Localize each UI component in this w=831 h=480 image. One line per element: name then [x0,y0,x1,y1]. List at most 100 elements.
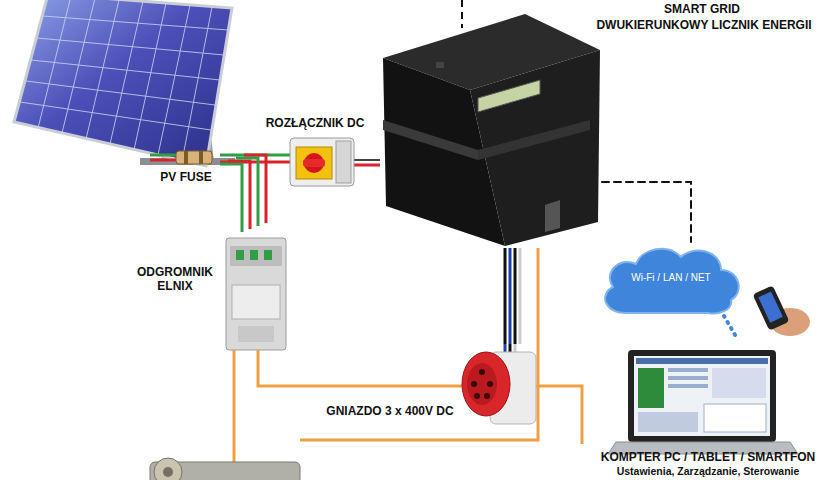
pv-fuse-symbol-part [184,151,188,164]
pv-fuse-symbol-part [199,151,203,164]
wire-connector [602,182,691,242]
switch-node: ROZŁĄCZNIK DC [254,116,376,190]
earth-wire-part [300,248,538,440]
dc-switch-symbol-part [303,159,325,167]
laptop-part [668,376,708,380]
laptop-part [628,350,776,442]
cloud-node: Wi-Fi / LAN / NET [596,242,746,316]
solar-panel-part-part [20,102,211,130]
solar-panel-part-part [158,5,190,155]
pv-wires-part [150,154,178,157]
wire-strand [228,161,250,229]
solar-panel-part-part [37,38,224,55]
socket-symbol-part [474,393,480,399]
earth-wire [234,248,582,478]
pv-wires [150,155,178,160]
fuse-node: PV FUSE [152,150,220,190]
node-label: ODGROMNIK ELNIX [135,265,215,294]
surge-arrester-symbol [226,238,286,350]
node-label: GNIAZDO 3 x 400V DC [318,404,462,418]
meter-device [383,14,600,246]
dc-switch-symbol-part [336,141,351,183]
node-label: Wi-Fi / LAN / NET [596,272,746,284]
wire-connector [376,160,380,165]
motor-unit-part [163,467,173,477]
laptop-part [712,368,766,398]
motor-unit [150,458,300,480]
device-node: KOMPTER PC / TABLET / SMARTFONUstawienia… [588,340,828,480]
laptop-part [634,356,770,436]
solar-panel-part-part [182,7,212,161]
arrester-node: ODGROMNIK ELNIX [135,232,293,354]
earth-wire-part [233,350,236,478]
socket-symbol [462,352,536,424]
wire-strand [376,164,380,167]
smartphone-part [753,285,790,331]
socket-symbol-part [479,369,485,375]
dc-switch-symbol-part [290,138,354,186]
laptop-part [638,412,698,432]
socket-symbol-part [471,381,477,387]
solar-panel-part-part [31,60,220,80]
node-label: KOMPTER PC / TABLET / SMARTFON [588,450,828,464]
dc-switch-symbol-part [296,147,332,179]
wire-strand [602,182,691,242]
wire-connector [220,155,254,162]
wire-strand [519,248,522,344]
motor-unit-part [154,458,182,480]
surge-arrester-symbol-part [238,326,274,342]
dc-switch-symbol-part [304,153,324,173]
wire-strand [376,159,380,161]
node-label: SMART GRID [602,2,802,16]
network-line [461,0,463,28]
earth-wire-part [258,350,582,444]
dc-switch-symbol [290,138,354,186]
dc-wires-part [354,164,376,167]
smartphone-part [758,291,783,322]
laptop-part [668,384,708,388]
surge-arrester-symbol-part [230,246,282,266]
meter-device-part [478,120,590,160]
meter-device-part [478,80,540,112]
wire-strand [724,316,738,340]
laptop-part [636,358,768,364]
solar-panel-part-part [26,81,215,105]
wire-connector [724,316,738,340]
node-sublabel: DWUKIERUNKOWY LICZNIK ENERGII [584,18,824,32]
solar-panel-part-part [43,16,228,30]
socket-symbol-part [462,352,510,416]
node-label: ROZŁĄCZNIK DC [254,116,376,130]
surge-arrester-symbol-part [226,238,286,350]
solar-panel [14,0,235,166]
socket-symbol-part [467,363,497,405]
wire-connector [220,155,266,232]
dc-wires-part [354,159,376,161]
meter-device-part [545,200,560,232]
wire-strand [236,158,258,226]
wire-strand [220,154,254,157]
laptop-part [638,368,664,408]
pv-fuse-symbol-part [176,151,212,164]
wire-strand [220,161,254,164]
laptop-part [668,368,708,372]
socket-symbol-part [484,393,490,399]
pv-wires-part [150,159,178,162]
surge-arrester-symbol-part [232,285,280,319]
socket-symbol-part [487,381,493,387]
pv-fuse-symbol [176,151,212,164]
laptop [608,350,798,454]
surge-arrester-symbol-part [236,250,244,260]
solar-panel-part [20,0,228,161]
surge-arrester-symbol-part [250,250,258,260]
surge-arrester-symbol-part [264,250,272,260]
wire-strand [509,248,512,344]
wire-strand [220,164,242,232]
meter-node: SMART GRIDDWUKIERUNKOWY LICZNIK ENERGII [380,12,602,248]
wire-connector [505,248,520,344]
smartphone [753,285,810,336]
dc-wires-part [254,161,292,164]
wire-strand [514,248,517,344]
meter-device-part [436,62,444,68]
meter-device-part [470,50,600,246]
node-sublabel: Ustawienia, Zarządzanie, Sterowanie [588,465,828,478]
